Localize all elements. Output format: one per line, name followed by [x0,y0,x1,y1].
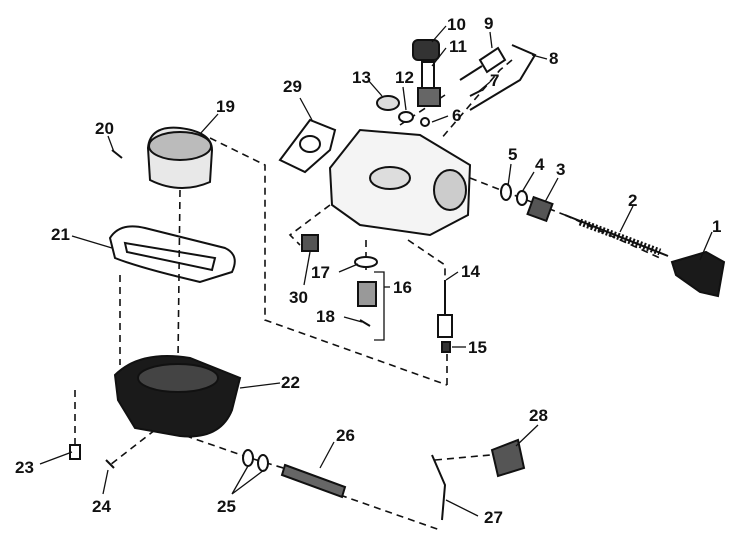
callout-20: 20 [95,119,114,138]
part-18-pin [359,319,371,327]
callout-16: 16 [393,278,412,297]
part-2-idle-screw [564,214,669,257]
callout-10: 10 [447,15,466,34]
callout-29: 29 [283,77,302,96]
callout-12: 12 [395,68,414,87]
callout-1: 1 [712,217,721,236]
part-10-cap [412,39,440,61]
part-21-gasket [108,225,236,284]
callout-2: 2 [628,191,637,210]
part-16-jet [357,281,377,307]
part-13-plug [376,95,400,111]
part-19-float [146,126,214,190]
part-4-washer [516,190,528,206]
part-27-link [431,454,447,521]
callout-13: 13 [352,68,371,87]
part-28-lever [490,438,526,478]
callout-15: 15 [468,338,487,357]
callout-25: 25 [217,497,236,516]
callout-6: 6 [452,106,461,125]
callout-11: 11 [449,37,467,56]
callout-23: 23 [15,458,34,477]
callout-4: 4 [535,155,545,174]
part-3-packing-nut [526,195,554,223]
callout-26: 26 [336,426,355,445]
callout-24: 24 [92,497,111,516]
part-22-float-bowl [113,355,242,438]
callout-22: 22 [281,373,300,392]
part-25-o-rings [242,449,269,472]
part-8-link-rod [469,44,537,111]
part-29-gasket [278,118,337,174]
callout-30: 30 [289,288,308,307]
callout-5: 5 [508,145,517,164]
part-23-screw [69,444,81,460]
part-26-plug [280,463,347,499]
callout-18: 18 [316,307,335,326]
part-9-fitting [459,46,507,81]
leader-lines [39,25,713,517]
callout-21: 21 [51,225,70,244]
carburetor-body [328,128,472,237]
callout-28: 28 [529,406,548,425]
part-6-ball [420,117,430,127]
part-12-washer [398,111,414,123]
part-24-pin [105,459,115,469]
callout-8: 8 [549,49,558,68]
part-5-washer [500,183,512,201]
callout-labels: 1 2 3 4 5 6 7 8 9 10 11 12 13 14 15 16 1… [15,14,721,527]
part-17-washer [354,256,378,268]
callout-14: 14 [461,262,480,281]
callout-19: 19 [216,97,235,116]
callout-17: 17 [311,263,330,282]
part-1-knob [670,250,726,298]
callout-7: 7 [490,71,499,90]
part-30-screw [301,234,319,252]
callout-27: 27 [484,508,503,527]
callout-9: 9 [484,14,493,33]
callout-3: 3 [556,160,565,179]
part-11-fitting [417,61,441,107]
part-14-needle [437,280,453,338]
part-15-screw [441,341,451,353]
